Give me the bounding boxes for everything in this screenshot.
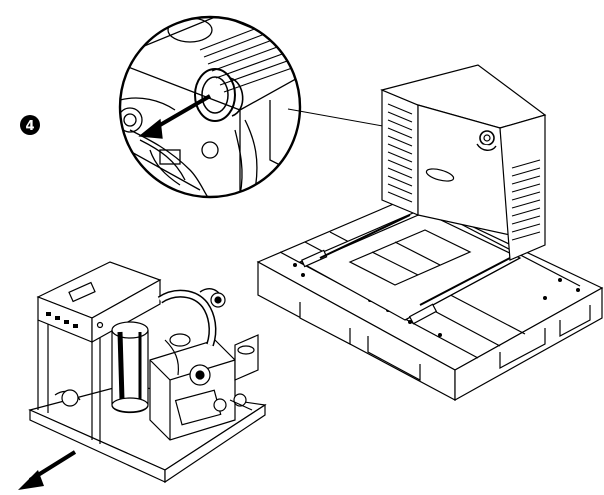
arrow-down-left-icon bbox=[18, 450, 77, 490]
pallet-with-frame bbox=[256, 64, 604, 402]
frame-right-panel bbox=[499, 114, 546, 261]
frame-fitting bbox=[476, 130, 497, 151]
magnifier-callout-icon bbox=[118, 15, 302, 199]
motor bbox=[111, 321, 149, 414]
step-number-badge-icon: 4 bbox=[20, 115, 40, 135]
heat-pump-unit bbox=[28, 261, 267, 484]
step-number: 4 bbox=[25, 119, 34, 134]
arrow-down-left-icon bbox=[138, 94, 212, 139]
